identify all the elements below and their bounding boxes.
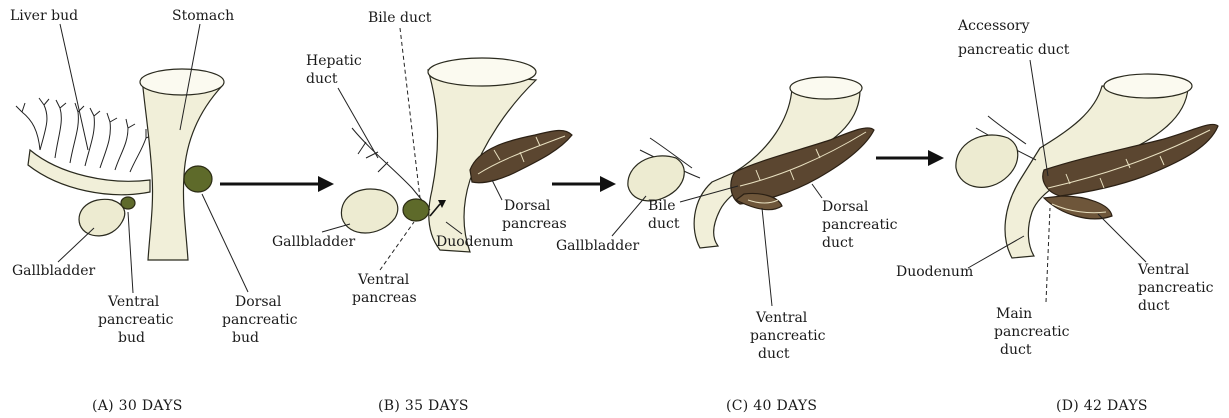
label-accessory-duct-2: pancreatic duct <box>958 42 1070 58</box>
label-dorsal-bud-3: bud <box>232 330 259 346</box>
panel-c: Gallbladder Bile duct Dorsal pancreatic … <box>556 77 898 414</box>
label-ventral-bud-1: Ventral <box>107 294 160 310</box>
ventral-pancreas-drawing <box>403 199 429 221</box>
label-ventral-duct-d-1: Ventral <box>1137 262 1190 278</box>
label-ventral-duct-d-3: duct <box>1138 298 1170 314</box>
label-liver-bud: Liver bud <box>10 8 78 24</box>
label-bile-duct-c-2: duct <box>648 216 680 232</box>
stomach-drawing <box>140 69 224 260</box>
label-bile-duct-b: Bile duct <box>368 10 432 26</box>
label-ventral-pancreas-1: Ventral <box>357 272 410 288</box>
caption-c: (C) 40 DAYS <box>726 398 817 414</box>
ventral-bud-drawing <box>121 197 135 209</box>
label-dorsal-pancreas-1: Dorsal <box>504 198 551 214</box>
label-ventral-bud-2: pancreatic <box>98 312 174 328</box>
label-bile-duct-c-1: Bile <box>648 198 676 214</box>
label-duodenum-b: Duodenum <box>436 234 513 250</box>
caption-d: (D) 42 DAYS <box>1056 398 1148 414</box>
label-dorsal-duct-c-1: Dorsal <box>822 199 869 215</box>
label-ventral-bud-3: bud <box>118 330 145 346</box>
label-dorsal-bud-1: Dorsal <box>235 294 282 310</box>
label-gallbladder-a: Gallbladder <box>12 263 95 279</box>
gallbladder-drawing <box>79 199 125 236</box>
label-accessory-duct-1: Accessory <box>957 18 1030 34</box>
gallbladder-drawing-d <box>956 135 1018 187</box>
label-main-duct-1: Main <box>996 306 1032 322</box>
label-ventral-duct-d-2: pancreatic <box>1138 280 1214 296</box>
gallbladder-drawing-b <box>341 189 397 233</box>
panel-b: Bile duct Hepatic duct Gallbladder Duode… <box>272 10 572 414</box>
label-stomach: Stomach <box>172 8 234 24</box>
caption-b: (B) 35 DAYS <box>378 398 469 414</box>
label-main-duct-2: pancreatic <box>994 324 1070 340</box>
dorsal-bud-drawing <box>184 166 212 192</box>
label-duodenum-d: Duodenum <box>896 264 973 280</box>
label-ventral-duct-c-3: duct <box>758 346 790 362</box>
label-dorsal-pancreas-2: pancreas <box>502 216 567 232</box>
label-ventral-duct-c-1: Ventral <box>755 310 808 326</box>
label-hepatic-duct-2: duct <box>306 71 338 87</box>
label-ventral-pancreas-2: pancreas <box>352 290 417 306</box>
caption-a: (A) 30 DAYS <box>92 398 183 414</box>
arrow-c-d <box>876 150 944 166</box>
label-gallbladder-b: Gallbladder <box>272 234 355 250</box>
liver-bud-drawing <box>16 98 153 195</box>
label-ventral-duct-c-2: pancreatic <box>750 328 826 344</box>
label-dorsal-duct-c-3: duct <box>822 235 854 251</box>
label-gallbladder-c: Gallbladder <box>556 238 639 254</box>
gallbladder-drawing-c <box>628 156 684 201</box>
panel-d: Accessory pancreatic duct Duodenum Main … <box>896 18 1218 414</box>
label-dorsal-bud-2: pancreatic <box>222 312 298 328</box>
label-main-duct-3: duct <box>1000 342 1032 358</box>
arrow-a-b <box>220 176 334 192</box>
arrow-b-c <box>552 176 616 192</box>
label-dorsal-duct-c-2: pancreatic <box>822 217 898 233</box>
panel-a: Liver bud Stomach Gallbladder Ventral pa… <box>10 8 298 414</box>
label-hepatic-duct-1: Hepatic <box>306 53 362 69</box>
